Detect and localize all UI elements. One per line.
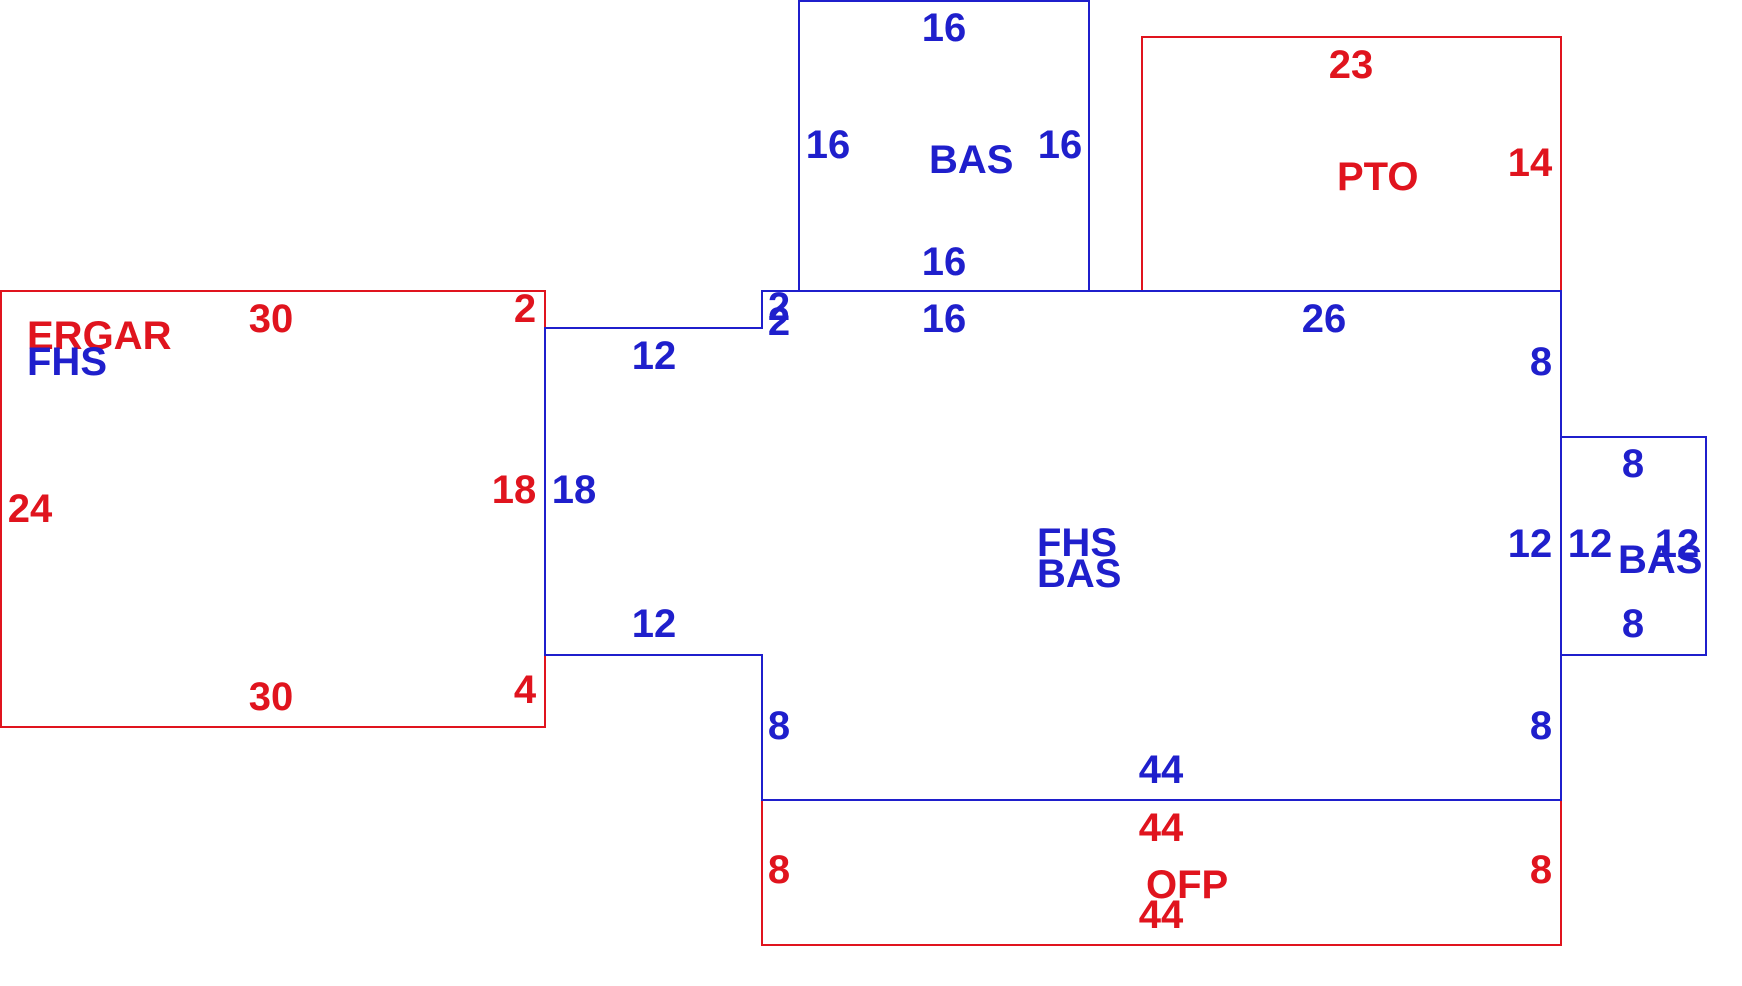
bas-top-dim-top: 16 (922, 6, 967, 50)
pto-dim-top: 23 (1329, 43, 1374, 87)
pto-labels: 23 14 PTO (1329, 43, 1553, 199)
bas-right-dim-left: 12 (1568, 522, 1613, 566)
ergar-labels: 30 2 24 18 4 30 ERGAR FHS (8, 287, 537, 719)
main-dim-right-upper: 8 (1530, 340, 1552, 384)
blue-outlines (544, 0, 1707, 801)
bas-top-code: BAS (929, 138, 1013, 182)
main-code-bas: BAS (1037, 552, 1121, 596)
pto-outline (1141, 36, 1562, 291)
main-dim-upper-step: 12 (632, 334, 677, 378)
pto-code: PTO (1337, 155, 1419, 199)
main-labels: 2 2 16 26 8 12 8 12 18 12 8 44 FHS BAS (552, 285, 1553, 792)
bas-right-dim-top: 8 (1622, 442, 1644, 486)
bas-right-dim-bottom: 8 (1622, 602, 1644, 646)
bas-right-labels: 8 12 12 8 BAS (1568, 442, 1703, 646)
main-dim-right-mid: 12 (1508, 522, 1553, 566)
ofp-dim-right: 8 (1530, 848, 1552, 892)
main-outline (544, 290, 1562, 801)
bas-right-outline (1561, 436, 1707, 656)
ergar-dim-right: 18 (492, 468, 537, 512)
bas-top-labels: 16 16 16 16 BAS (806, 6, 1083, 284)
ergar-dim-top-right: 2 (514, 287, 536, 331)
ofp-dim-bottom: 44 (1139, 893, 1184, 937)
main-dim-notch-b: 2 (768, 300, 790, 344)
ofp-dim-left: 8 (768, 848, 790, 892)
main-code-fhs: FHS (1037, 521, 1117, 565)
main-dim-notch-a: 2 (768, 285, 790, 329)
main-dim-top-right: 26 (1302, 297, 1347, 341)
ofp-outline (761, 800, 1562, 946)
bas-top-outline (798, 0, 1090, 291)
red-outlines (0, 36, 1562, 946)
ofp-code: OFP (1146, 863, 1228, 907)
ergar-subcode: FHS (27, 340, 107, 384)
bas-top-dim-left: 16 (806, 123, 851, 167)
main-dim-left-mid: 18 (552, 468, 597, 512)
ergar-dim-bottom: 30 (249, 675, 294, 719)
main-dim-top-left: 16 (922, 297, 967, 341)
ergar-dim-bottom-right: 4 (514, 668, 537, 712)
main-dim-right-lower: 8 (1530, 704, 1552, 748)
ergar-dim-left: 24 (8, 487, 53, 531)
bas-top-dim-right: 16 (1038, 123, 1083, 167)
ergar-code: ERGAR (27, 314, 172, 358)
bas-top-dim-bottom: 16 (922, 240, 967, 284)
main-dim-left-lower: 8 (768, 704, 790, 748)
main-dim-lower-step: 12 (632, 602, 677, 646)
ofp-dim-top: 44 (1139, 806, 1184, 850)
main-dim-bottom: 44 (1139, 748, 1184, 792)
ergar-outline (0, 290, 546, 728)
bas-right-code: BAS (1618, 538, 1702, 582)
pto-dim-right: 14 (1508, 141, 1553, 185)
ofp-labels: 44 8 8 44 OFP (768, 806, 1552, 937)
bas-right-dim-right: 12 (1655, 522, 1700, 566)
ergar-dim-top: 30 (249, 297, 294, 341)
